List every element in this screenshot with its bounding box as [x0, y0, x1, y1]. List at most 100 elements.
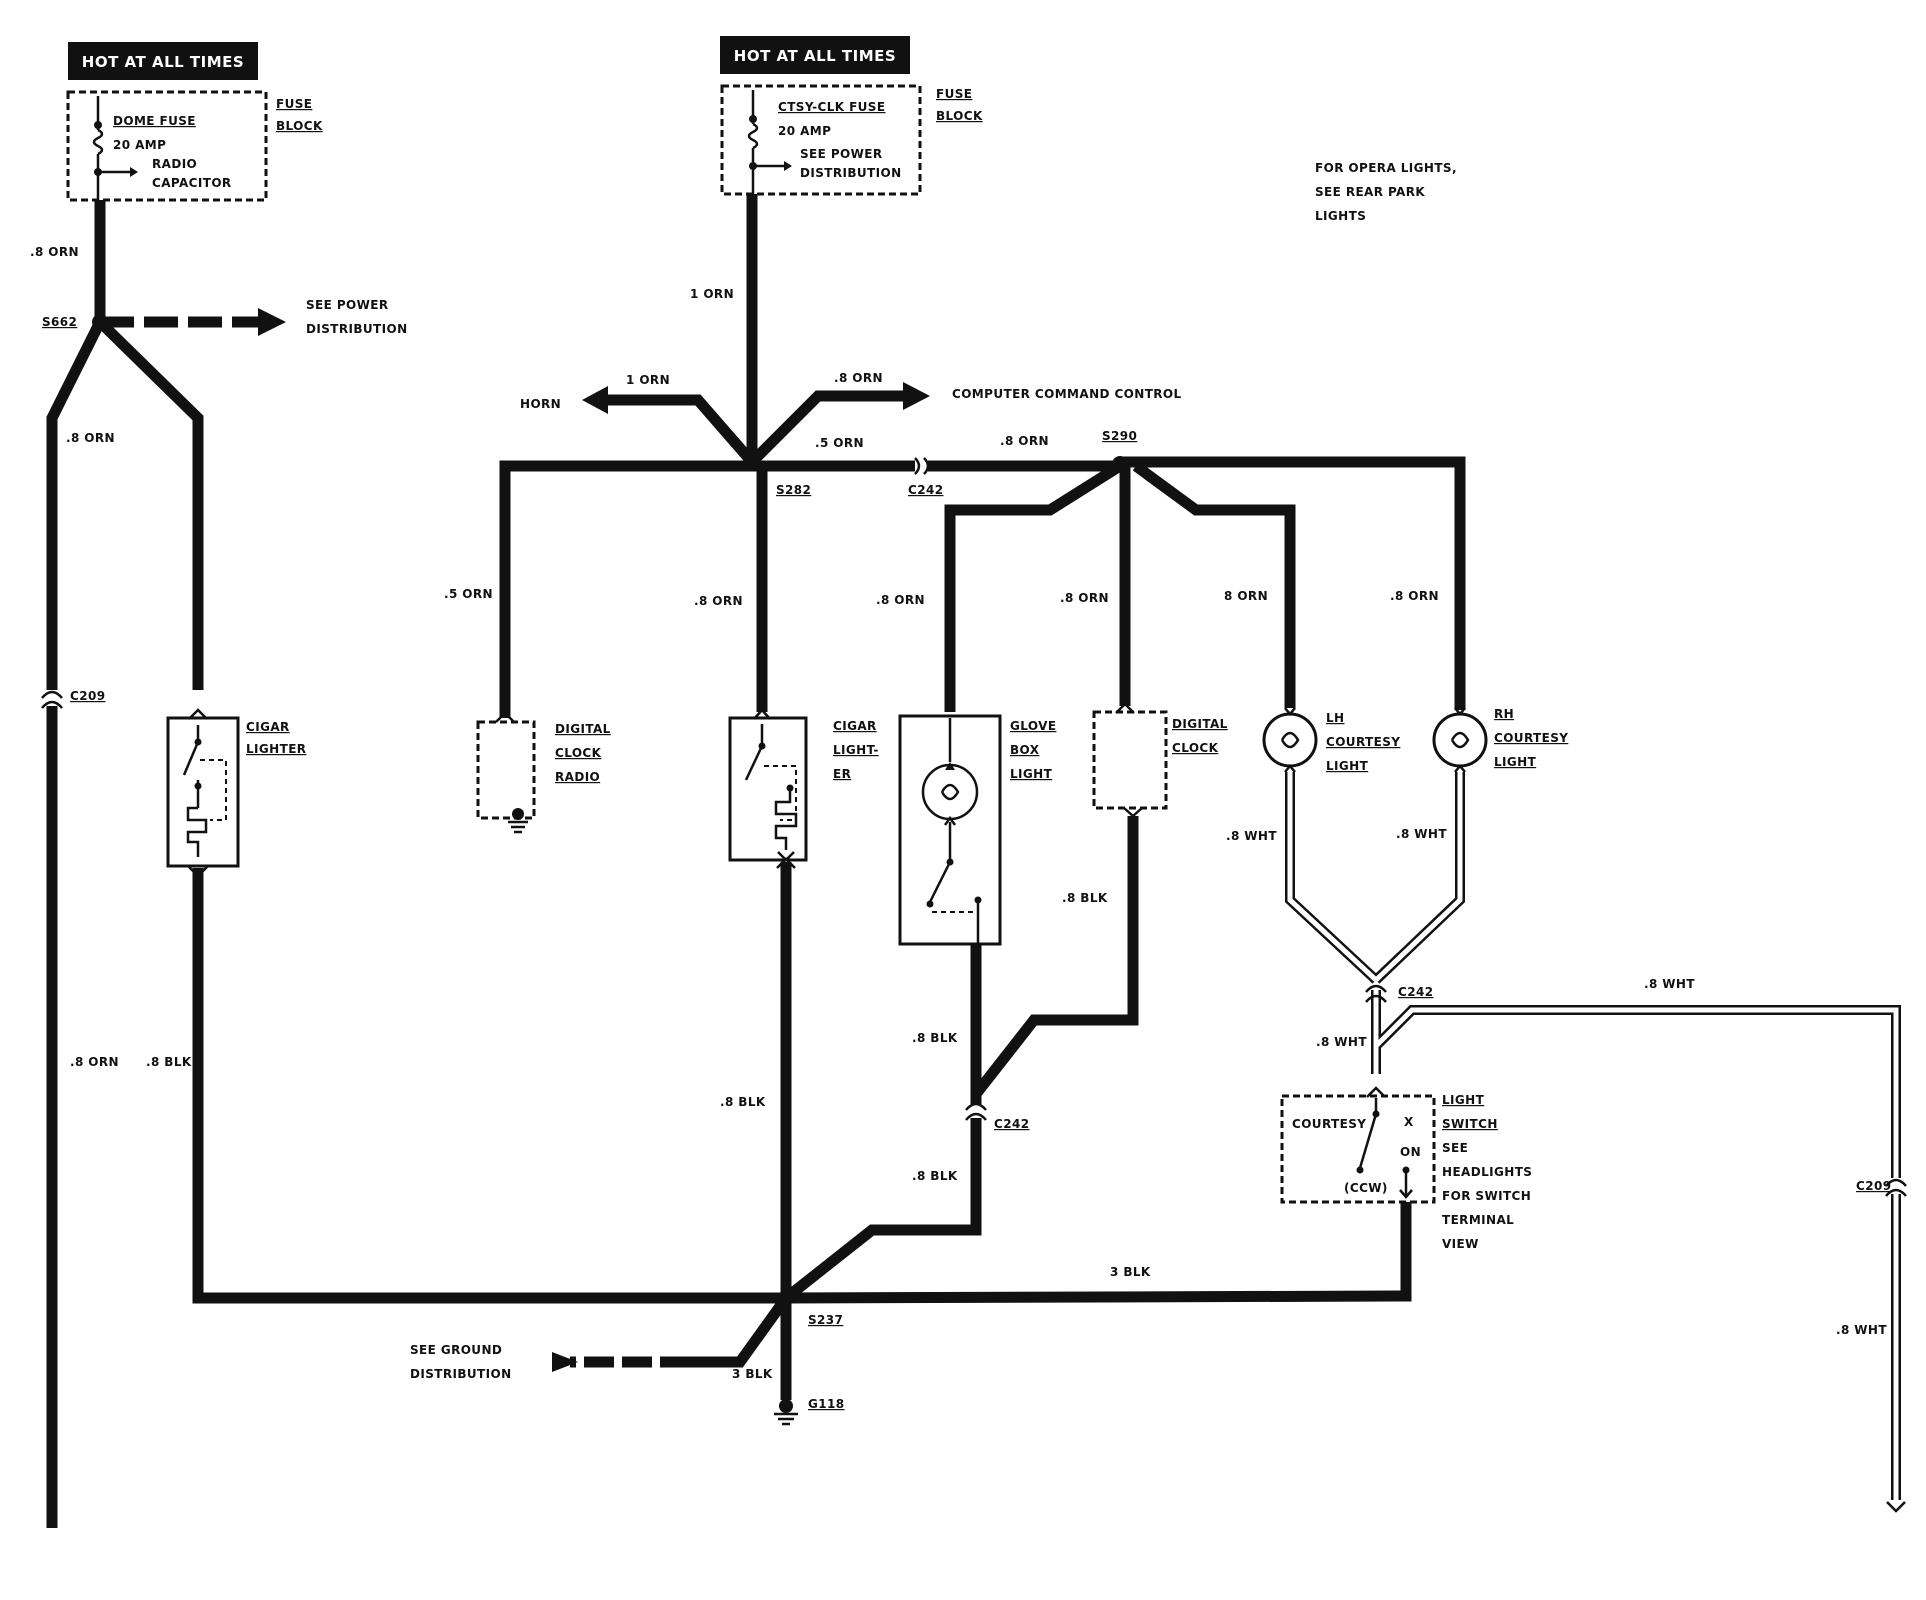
- light-switch-label-2: SWITCH: [1442, 1117, 1498, 1131]
- dome-fuse-amp: 20 AMP: [113, 138, 166, 152]
- wire-label-digital-clock: .8 ORN: [1060, 591, 1109, 605]
- wire-label-s662-top: .8 ORN: [30, 245, 79, 259]
- wire-label-lh: 8 ORN: [1224, 589, 1268, 603]
- opera-note-2: SEE REAR PARK: [1315, 185, 1425, 199]
- wire-label-glove-blk: .8 BLK: [912, 1031, 958, 1045]
- hot-label-right-text: HOT AT ALL TIMES: [734, 47, 896, 65]
- digital-clock-label-2: CLOCK: [1172, 741, 1219, 755]
- ctsy-clk-fuse-label: CTSY-CLK FUSE: [778, 100, 885, 114]
- glove-box-label-3: LIGHT: [1010, 767, 1053, 781]
- cigar-left-label-1: CIGAR: [246, 720, 290, 734]
- lh-label-1: LH: [1326, 711, 1345, 725]
- connector-c209-left: C209: [70, 689, 105, 703]
- digital-clock-label-1: DIGITAL: [1172, 717, 1228, 731]
- arrow-horn: [582, 386, 608, 414]
- ground-g118: [779, 1399, 793, 1413]
- lh-courtesy-light: [1262, 712, 1318, 768]
- capacitor-label: CAPACITOR: [152, 176, 232, 190]
- wire-label-wht-lh: .8 WHT: [1226, 829, 1277, 843]
- switch-x-label: X: [1404, 1115, 1414, 1129]
- arrow-ground-dist: [552, 1352, 578, 1372]
- arrow-power-dist: [258, 308, 286, 336]
- digital-clock: [1092, 710, 1168, 810]
- hot-label-right: [720, 36, 910, 74]
- wire-label-horn: 1 ORN: [626, 373, 670, 387]
- ground-distribution-label: DISTRIBUTION: [410, 1367, 512, 1381]
- switch-note-3: FOR SWITCH: [1442, 1189, 1531, 1203]
- splice-s237-label: S237: [808, 1313, 843, 1327]
- fuse-block-right-label-1: FUSE: [936, 87, 972, 101]
- fuse-block-left-label-2: BLOCK: [276, 119, 323, 133]
- wire-label-rh: .8 ORN: [1390, 589, 1439, 603]
- courtesy-label: COURTESY: [1292, 1117, 1366, 1131]
- connector-c242-bus: C242: [908, 483, 943, 497]
- ground-g118-label: G118: [808, 1397, 845, 1411]
- switch-note-1: SEE: [1442, 1141, 1468, 1155]
- opera-note-1: FOR OPERA LIGHTS,: [1315, 161, 1457, 175]
- rh-label-2: COURTESY: [1494, 731, 1568, 745]
- opera-note-3: LIGHTS: [1315, 209, 1366, 223]
- wire-label-digital-clock-blk: .8 BLK: [1062, 891, 1108, 905]
- lh-label-3: LIGHT: [1326, 759, 1369, 773]
- switch-note-4: TERMINAL: [1442, 1213, 1514, 1227]
- cigar-lighter-right: [728, 716, 808, 862]
- clock-radio-label-3: RADIO: [555, 770, 600, 784]
- see-power-label-fuse: SEE POWER: [800, 147, 883, 161]
- wire-label-c242-blk: .8 BLK: [912, 1169, 958, 1183]
- wire-label-cigar-right-blk: .8 BLK: [720, 1095, 766, 1109]
- hot-label-left-text: HOT AT ALL TIMES: [82, 53, 244, 71]
- switch-note-5: VIEW: [1442, 1237, 1479, 1251]
- wire-label-wht-right: .8 WHT: [1644, 977, 1695, 991]
- cigar-right-label-1: CIGAR: [833, 719, 877, 733]
- cigar-lighter-left: [166, 716, 240, 868]
- connector-c242-lower: C242: [994, 1117, 1029, 1131]
- wire-label-3blk-ground: 3 BLK: [732, 1367, 773, 1381]
- wire-label-wht-rh: .8 WHT: [1396, 827, 1447, 841]
- fuse-block-left-label-1: FUSE: [276, 97, 312, 111]
- distribution-label-fuse: DISTRIBUTION: [800, 166, 902, 180]
- wire-label-bus-orn: .8 ORN: [1000, 434, 1049, 448]
- rh-label-3: LIGHT: [1494, 755, 1537, 769]
- splice-s290-label: S290: [1102, 429, 1137, 443]
- wire-label-05orn-bus: .5 ORN: [815, 436, 864, 450]
- splice-s662-label: S662: [42, 315, 77, 329]
- switch-note-2: HEADLIGHTS: [1442, 1165, 1532, 1179]
- arrow-ccc: [903, 382, 930, 410]
- dome-fuse-label: DOME FUSE: [113, 114, 196, 128]
- ctsy-clk-fuse-amp: 20 AMP: [778, 124, 831, 138]
- rh-label-1: RH: [1494, 707, 1514, 721]
- wire-label-left-orn-lower: .8 ORN: [70, 1055, 119, 1069]
- light-switch-label-1: LIGHT: [1442, 1093, 1485, 1107]
- wire-label-wht-lower: .8 WHT: [1836, 1323, 1887, 1337]
- wht-wires: [1285, 772, 1901, 1500]
- wire-label-3blk-top: 3 BLK: [1110, 1265, 1151, 1279]
- rh-courtesy-light: [1432, 712, 1488, 768]
- fuse-block-right-label-2: BLOCK: [936, 109, 983, 123]
- cigar-right-label-3: ER: [833, 767, 851, 781]
- hot-label-left: [68, 42, 258, 80]
- distribution-label: DISTRIBUTION: [306, 322, 408, 336]
- clock-radio-label-2: CLOCK: [555, 746, 602, 760]
- lh-label-2: COURTESY: [1326, 735, 1400, 749]
- ccc-label: COMPUTER COMMAND CONTROL: [952, 387, 1182, 401]
- connector-c209-right: C209: [1856, 1179, 1891, 1193]
- glove-box-label-2: BOX: [1010, 743, 1040, 757]
- glove-box-label-1: GLOVE: [1010, 719, 1056, 733]
- switch-ccw-label: (CCW): [1344, 1181, 1388, 1195]
- see-power-label: SEE POWER: [306, 298, 389, 312]
- wire-label-glove: .8 ORN: [876, 593, 925, 607]
- wire-label-1orn: 1 ORN: [690, 287, 734, 301]
- wire-label-05orn-radio: .5 ORN: [444, 587, 493, 601]
- wire-label-wht-switch: .8 WHT: [1316, 1035, 1367, 1049]
- connector-c242-wht: C242: [1398, 985, 1433, 999]
- horn-label: HORN: [520, 397, 561, 411]
- wire-label-left-orn: .8 ORN: [66, 431, 115, 445]
- see-ground-label: SEE GROUND: [410, 1343, 502, 1357]
- wire-label-ccc: .8 ORN: [834, 371, 883, 385]
- wire-label-left-blk: .8 BLK: [146, 1055, 192, 1069]
- wire-label-cigar-right: .8 ORN: [694, 594, 743, 608]
- radio-label: RADIO: [152, 157, 197, 171]
- switch-on-label: ON: [1400, 1145, 1421, 1159]
- digital-clock-radio: [476, 720, 536, 820]
